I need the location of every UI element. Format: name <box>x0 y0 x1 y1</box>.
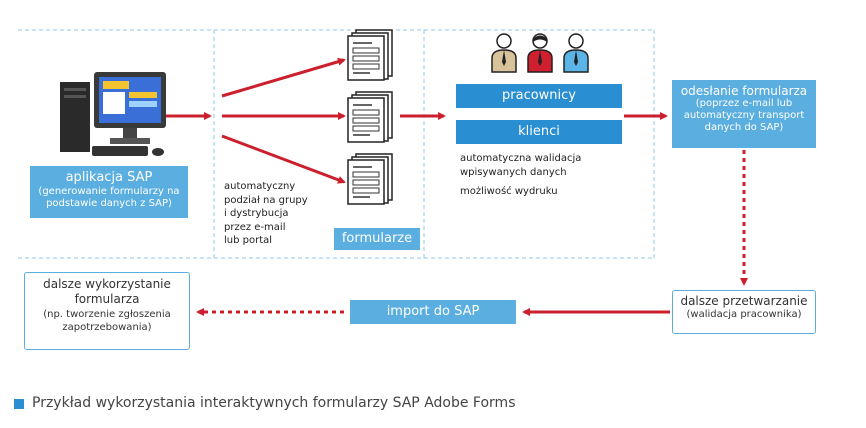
reuse-box: dalsze wykorzystanie formularza (np. two… <box>24 272 190 350</box>
send-form-box: odesłanie formularza (poprzez e-mail lub… <box>672 80 816 148</box>
reuse-title: dalsze wykorzystanie formularza <box>43 277 171 306</box>
import-label: import do SAP <box>350 300 516 324</box>
reuse-subtitle: (np. tworzenie zgłoszenia zapotrzebowani… <box>43 309 171 333</box>
computer-icon <box>60 72 166 156</box>
clients-label: klienci <box>456 120 622 144</box>
document-stack-icon <box>347 91 393 143</box>
send-form-title: odesłanie formularza <box>680 84 808 98</box>
sap-application-subtitle: (generowanie formularzy na podstawie dan… <box>38 185 180 209</box>
arrow-to-form-3 <box>221 134 346 184</box>
arrow-to-form-1 <box>221 57 346 98</box>
distribution-note-line: i dystrybucja <box>224 208 289 219</box>
distribution-note-line: podział na grupy <box>224 194 308 206</box>
caption-square-icon <box>14 399 24 409</box>
validation-note: automatyczna walidacja wpisywanych danyc… <box>460 152 630 199</box>
processing-title: dalsze przetwarzanie <box>680 294 808 308</box>
employees-label: pracownicy <box>456 84 622 108</box>
forms-label: formularze <box>334 228 420 250</box>
distribution-note-line: automatyczny <box>224 181 296 192</box>
person-icon <box>491 33 589 73</box>
distribution-note: automatyczny podział na grupy i dystrybu… <box>224 180 334 248</box>
distribution-note-line: przez e-mail <box>224 221 286 233</box>
caption-text: Przykład wykorzystania interaktywnych fo… <box>32 395 516 411</box>
document-stack-icon <box>347 29 393 81</box>
print-note: możliwość wydruku <box>460 186 558 197</box>
validation-note-line: wpisywanych danych <box>460 166 567 178</box>
caption: Przykład wykorzystania interaktywnych fo… <box>14 395 834 415</box>
sap-application-title: aplikacja SAP <box>65 170 153 185</box>
validation-note-line: automatyczna walidacja <box>460 153 582 164</box>
processing-subtitle: (walidacja pracownika) <box>686 309 802 320</box>
send-form-subtitle: (poprzez e-mail lub automatyczny transpo… <box>683 98 805 134</box>
distribution-note-line: lub portal <box>224 235 273 246</box>
sap-application-box: aplikacja SAP (generowanie formularzy na… <box>30 166 188 218</box>
document-stack-icon <box>347 153 393 205</box>
processing-box: dalsze przetwarzanie (walidacja pracowni… <box>672 290 816 334</box>
